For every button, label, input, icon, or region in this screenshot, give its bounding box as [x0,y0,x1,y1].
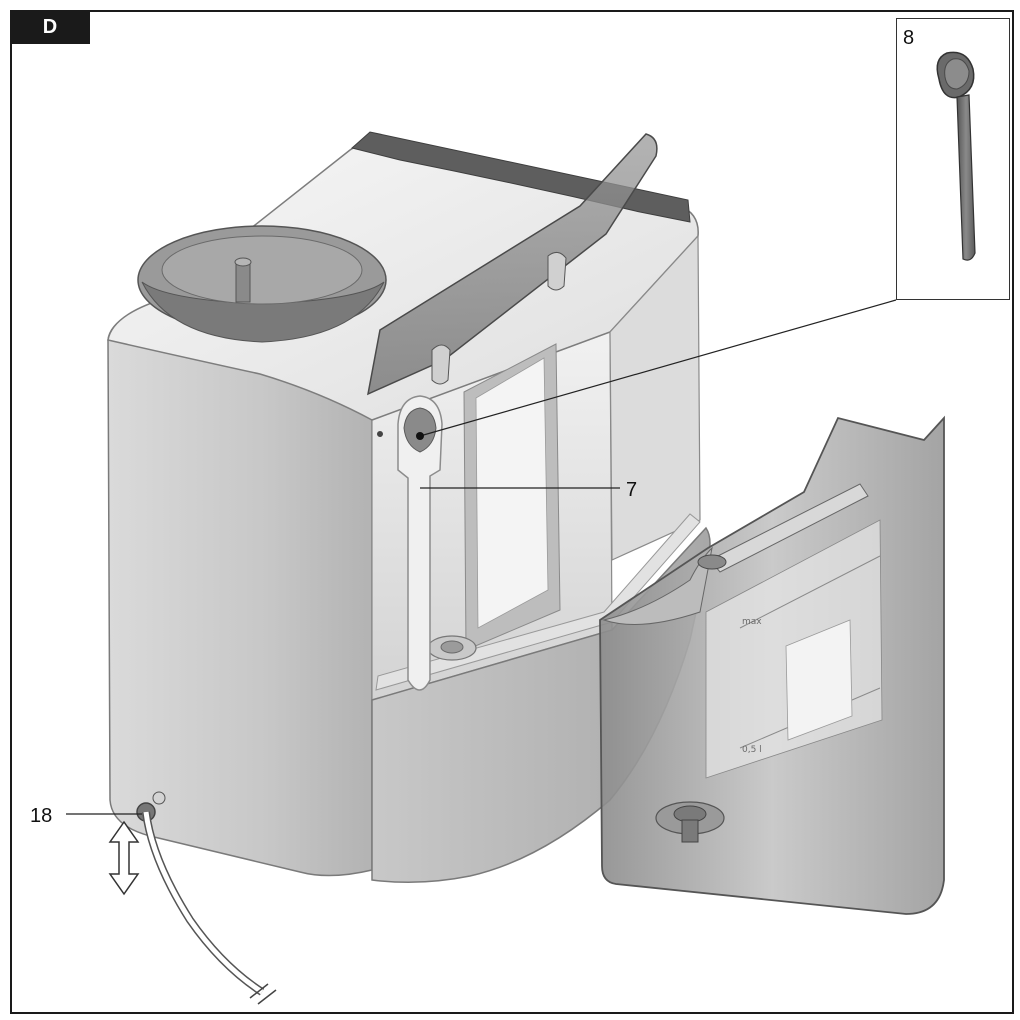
lid-hinge-left [431,344,451,385]
bean-container-bowl [141,281,385,343]
callout-label-8: 8 [903,27,915,49]
leader-line-8 [419,299,897,437]
measuring-spoon-icon [936,51,976,261]
lid-hinge-right [547,252,567,291]
screw-dot [377,431,383,437]
tank-filter-holder [785,619,853,741]
bean-container-knob [235,261,251,303]
spoon-inset [896,18,1010,300]
water-hose [142,811,277,1005]
section-tab: D [10,10,90,44]
tank-max-mark: max [742,617,762,627]
tank-spout [697,554,727,570]
spoon-holder-slot [397,395,443,691]
double-arrow-icon [108,820,140,896]
body-right-back [609,234,701,561]
bean-container-inner [161,235,363,305]
leader-dot-8 [416,432,424,440]
tank-recess-light [475,357,549,629]
tank-connector-hole [440,640,464,654]
callout-label-7: 7 [626,479,638,501]
tank-min-mark: 0,5 l [742,745,762,755]
bean-container [137,225,387,343]
hose-break-mark [249,983,269,999]
spoon-handle [956,94,976,261]
water-tank-lid [366,133,658,396]
water-tank: max 0,5 l [599,415,945,915]
callout-label-18: 18 [30,805,53,827]
water-connection-icon [152,791,166,805]
spoon-in-holder [403,407,437,453]
figure-frame [10,10,1014,1014]
